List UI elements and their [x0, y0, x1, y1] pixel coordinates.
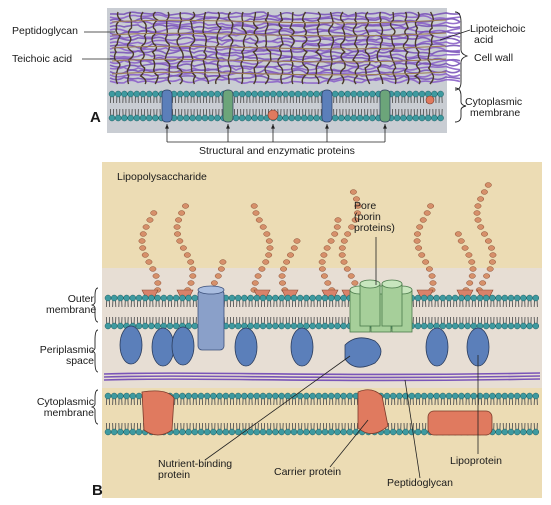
lipoteichoic-anchor	[426, 96, 434, 104]
label-structural-enzymatic-proteins: Structural and enzymatic proteins	[199, 146, 355, 157]
label-teichoic-acid: Teichoic acid	[12, 54, 72, 65]
panel-a-gram-positive	[107, 8, 460, 133]
label-nutrient-binding-protein-2: protein	[158, 470, 190, 481]
porin-proteins	[350, 280, 412, 332]
membrane-protein-a-2	[223, 90, 233, 122]
membrane-protein-a-4	[380, 90, 390, 122]
membrane-protein-b-right	[428, 411, 492, 435]
peripheral-protein	[268, 110, 278, 120]
nutrient-binding-protein	[345, 338, 381, 367]
panel-b-gram-negative	[102, 162, 542, 498]
label-periplasmic-space-2: space	[30, 356, 94, 367]
label-outer-membrane-2: membrane	[46, 305, 94, 316]
membrane-protein-a-3	[322, 90, 332, 122]
membrane-protein-b-left	[142, 391, 174, 435]
label-cytoplasmic-membrane-a-2: membrane	[470, 108, 520, 119]
label-peptidoglycan-b: Peptidoglycan	[387, 478, 453, 489]
label-cell-wall: Cell wall	[474, 53, 513, 64]
label-lipopolysaccharide: Lipopolysaccharide	[117, 172, 207, 183]
lipoproteins	[120, 326, 489, 366]
membrane-protein-a-1	[162, 90, 172, 122]
label-peptidoglycan-a: Peptidoglycan	[12, 26, 78, 37]
panel-b-letter: B	[92, 485, 103, 496]
label-cytoplasmic-membrane-b-2: membrane	[28, 408, 94, 419]
label-lipoprotein: Lipoprotein	[450, 456, 502, 467]
label-lipoteichoic-acid-2: acid	[474, 35, 493, 46]
panel-a-letter: A	[90, 112, 101, 123]
outer-membrane-protein	[198, 290, 224, 350]
label-carrier-protein: Carrier protein	[274, 467, 341, 478]
label-pore-3: proteins)	[354, 223, 395, 234]
